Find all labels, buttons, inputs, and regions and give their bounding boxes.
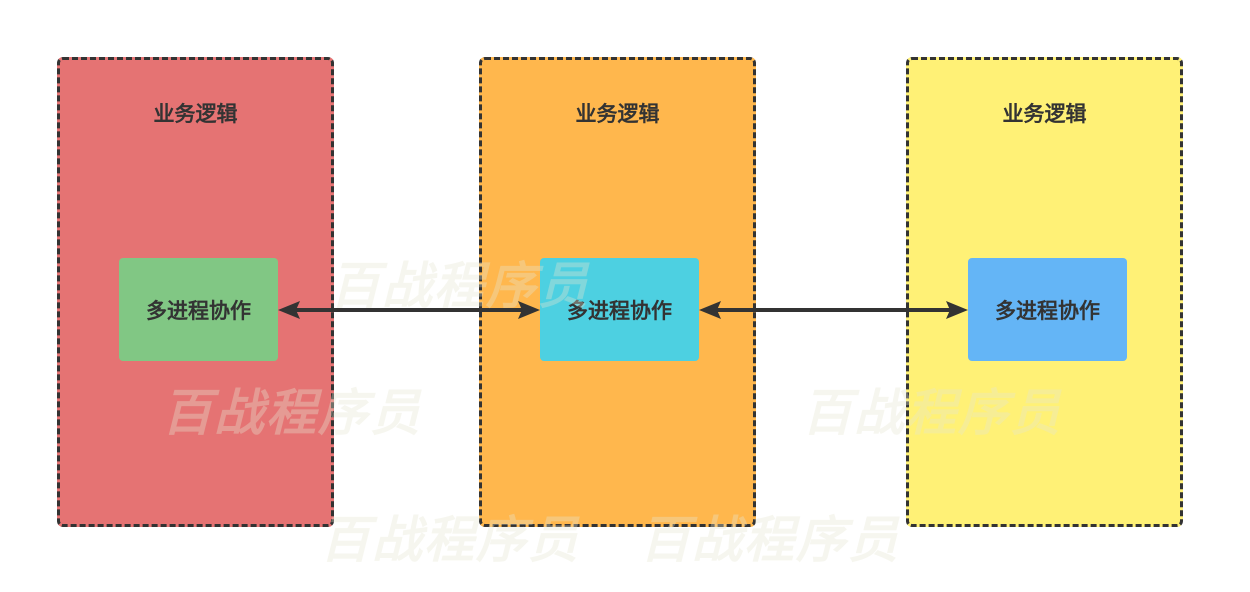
arrowhead-left-icon <box>699 301 721 319</box>
arrowhead-right-icon <box>518 301 540 319</box>
multiprocess-node-1[interactable]: 多进程协作 <box>119 258 278 361</box>
container-title: 业务逻辑 <box>1002 102 1087 126</box>
node-label: 多进程协作 <box>146 298 251 323</box>
arrowhead-left-icon <box>278 301 300 319</box>
edge-node2-node3 <box>699 301 968 319</box>
container-title: 业务逻辑 <box>575 102 660 126</box>
node-label: 多进程协作 <box>567 298 672 323</box>
container-title: 业务逻辑 <box>153 102 238 126</box>
multiprocess-node-3[interactable]: 多进程协作 <box>968 258 1127 361</box>
multiprocess-node-2[interactable]: 多进程协作 <box>540 258 699 361</box>
node-label: 多进程协作 <box>995 298 1100 323</box>
edge-node1-node2 <box>278 301 540 319</box>
arrowhead-right-icon <box>946 301 968 319</box>
